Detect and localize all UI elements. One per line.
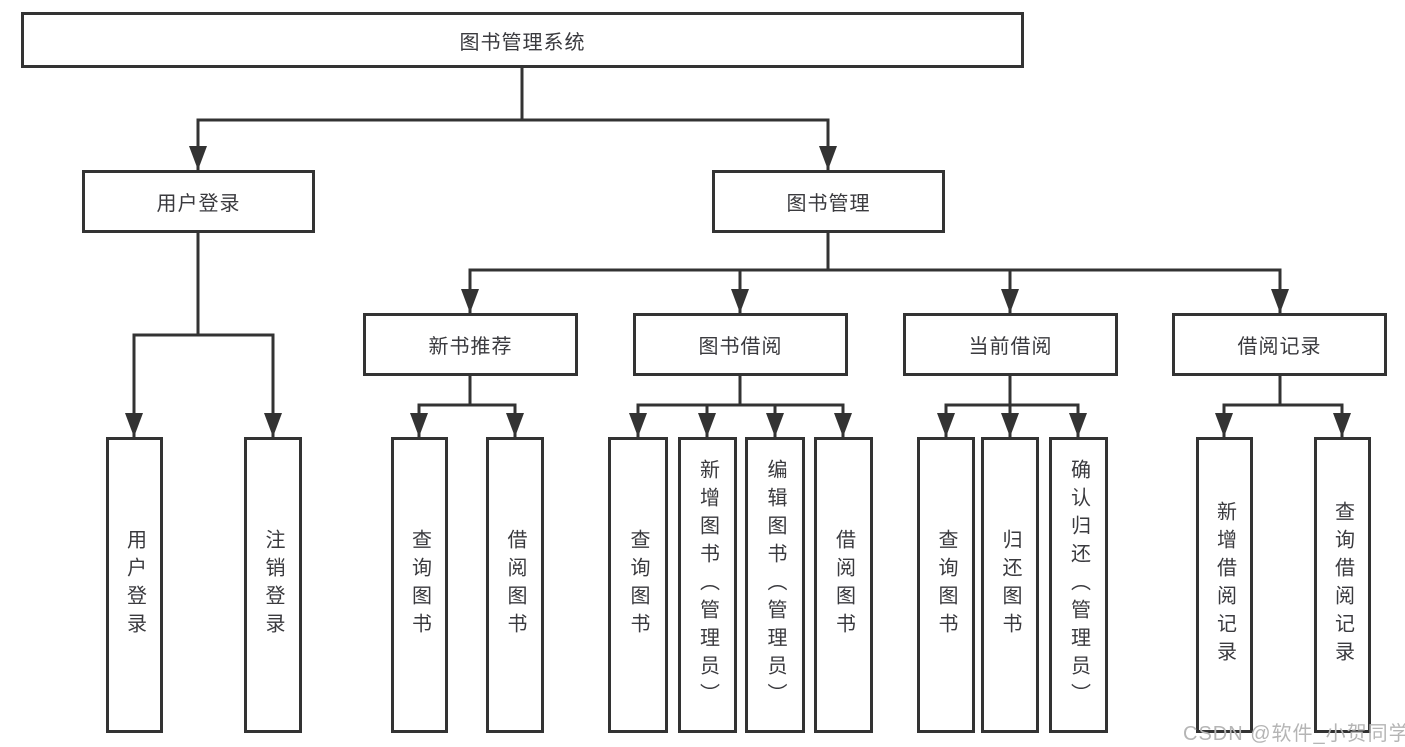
node-label: 图书管理 — [786, 193, 871, 215]
leaf-label: 借阅图书 — [832, 529, 855, 641]
leaf-confirm-return-admin: 确认归还（管理员） — [1049, 437, 1108, 733]
node-label: 借阅记录 — [1237, 336, 1322, 358]
leaf-query-borrow-record: 查询借阅记录 — [1314, 437, 1371, 733]
leaf-query-books-borrow: 查询图书 — [608, 437, 668, 733]
node-label: 当前借阅 — [968, 336, 1053, 358]
leaf-label: 查询图书 — [408, 529, 431, 641]
leaf-label: 新增借阅记录 — [1213, 501, 1236, 669]
leaf-label: 借阅图书 — [504, 529, 526, 641]
node-book-management: 图书管理 — [712, 170, 945, 233]
node-root-library-system: 图书管理系统 — [21, 12, 1024, 68]
leaf-label: 确认归还（管理员） — [1067, 459, 1090, 711]
leaf-label: 用户登录 — [123, 529, 146, 641]
leaf-add-book-admin: 新增图书（管理员） — [678, 437, 737, 733]
node-label: 新书推荐 — [428, 336, 513, 358]
node-new-book-recommend: 新书推荐 — [363, 313, 578, 376]
leaf-label: 查询借阅记录 — [1331, 501, 1354, 669]
node-borrow-records: 借阅记录 — [1172, 313, 1387, 376]
leaf-logout: 注销登录 — [244, 437, 302, 733]
node-current-borrow: 当前借阅 — [903, 313, 1118, 376]
leaf-label: 注销登录 — [262, 529, 284, 641]
csdn-watermark: CSDN @软件_小贺同学 — [1183, 723, 1405, 745]
leaf-borrow-books-recommend: 借阅图书 — [486, 437, 544, 733]
leaf-borrow-books: 借阅图书 — [814, 437, 873, 733]
node-book-borrow: 图书借阅 — [633, 313, 848, 376]
leaf-user-login: 用户登录 — [106, 437, 163, 733]
node-user-login: 用户登录 — [82, 170, 315, 233]
leaf-query-books-recommend: 查询图书 — [391, 437, 448, 733]
leaf-label: 编辑图书（管理员） — [764, 459, 786, 711]
leaf-edit-book-admin: 编辑图书（管理员） — [745, 437, 805, 733]
leaf-add-borrow-record: 新增借阅记录 — [1196, 437, 1253, 733]
node-label: 用户登录 — [156, 193, 241, 215]
leaf-query-books-current: 查询图书 — [917, 437, 975, 733]
node-label: 图书借阅 — [698, 336, 783, 358]
leaf-label: 归还图书 — [999, 529, 1021, 641]
leaf-label: 查询图书 — [627, 529, 649, 641]
leaf-return-books: 归还图书 — [981, 437, 1039, 733]
leaf-label: 查询图书 — [935, 529, 957, 641]
node-label: 图书管理系统 — [459, 31, 586, 54]
leaf-label: 新增图书（管理员） — [696, 459, 719, 711]
